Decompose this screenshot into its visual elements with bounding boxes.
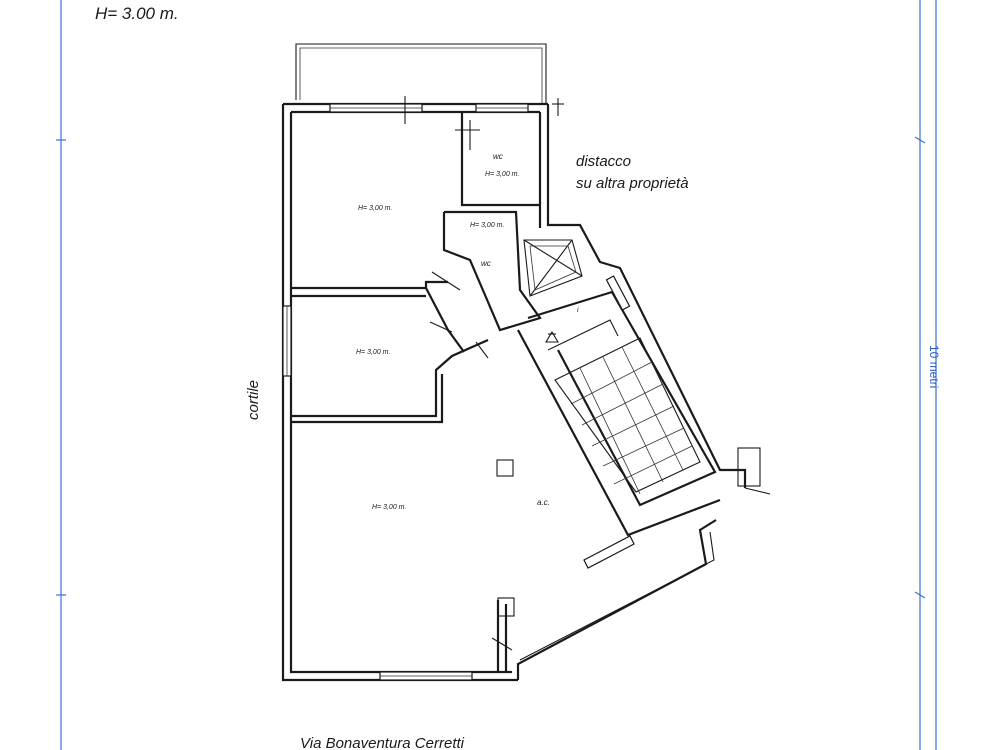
triangle-marker bbox=[545, 330, 559, 343]
distacco-label-line1: distacco bbox=[576, 153, 631, 170]
stair-marker: i bbox=[577, 307, 579, 314]
wc-mid-name: wc bbox=[481, 259, 491, 268]
stair-flight bbox=[547, 319, 701, 495]
wc-top-name: wc bbox=[493, 152, 503, 161]
room-bottom-height: H= 3,00 m. bbox=[372, 504, 406, 511]
cortile-label: cortile bbox=[245, 380, 262, 420]
distacco-label-line2: su altra proprietà bbox=[576, 175, 689, 192]
wc-top-height: H= 3,00 m. bbox=[485, 171, 519, 178]
street-label: Via Bonaventura Cerretti bbox=[300, 735, 465, 750]
frame-tick bbox=[914, 136, 926, 144]
column-square bbox=[496, 459, 514, 477]
shaft-box bbox=[523, 239, 583, 297]
room-top-left-height: H= 3,00 m. bbox=[358, 205, 392, 212]
header-height-label: H= 3.00 m. bbox=[95, 4, 179, 23]
wc-mid-height: H= 3,00 m. bbox=[470, 222, 504, 229]
windows bbox=[282, 103, 635, 681]
door-marks bbox=[400, 96, 564, 651]
scale-label: 10 metri bbox=[927, 345, 941, 388]
frame-tick bbox=[914, 591, 926, 599]
top-balcony bbox=[295, 43, 547, 104]
corner-niche-edge bbox=[744, 487, 771, 495]
room-bottom-tag: a.c. bbox=[537, 498, 550, 507]
interior-walls bbox=[291, 112, 721, 672]
room-mid-left-height: H= 3,00 m. bbox=[356, 349, 390, 356]
corner-niche bbox=[737, 447, 761, 487]
drawing-frame bbox=[56, 0, 937, 750]
